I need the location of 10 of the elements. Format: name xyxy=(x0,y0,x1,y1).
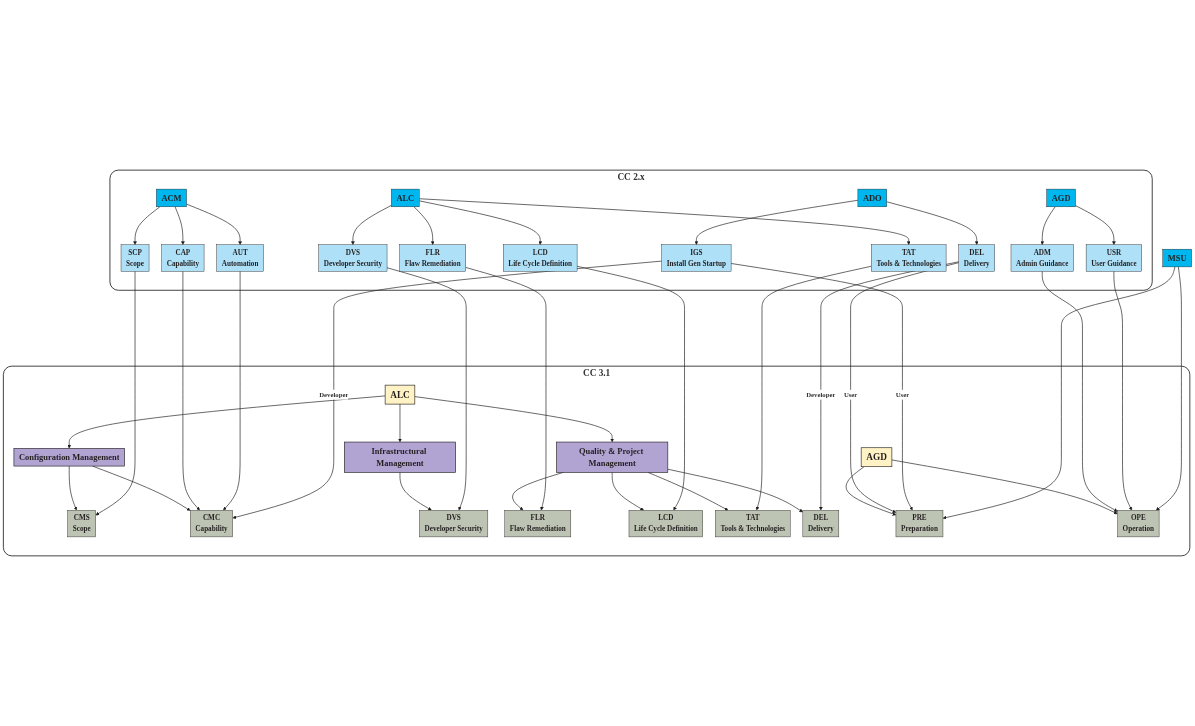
node-box: ALC xyxy=(384,384,416,405)
node-box: AGD xyxy=(1046,188,1076,207)
node-box: Infrastructural Management xyxy=(344,441,456,473)
node-box: Quality & Project Management xyxy=(556,441,669,473)
node-box: ADO xyxy=(857,188,887,207)
node-box: ACM xyxy=(156,188,187,207)
node-box: MSU xyxy=(1162,248,1192,268)
node-box: AGD xyxy=(860,447,893,467)
node-box: Configuration Management xyxy=(13,448,125,467)
node-box: ALC xyxy=(391,188,420,207)
